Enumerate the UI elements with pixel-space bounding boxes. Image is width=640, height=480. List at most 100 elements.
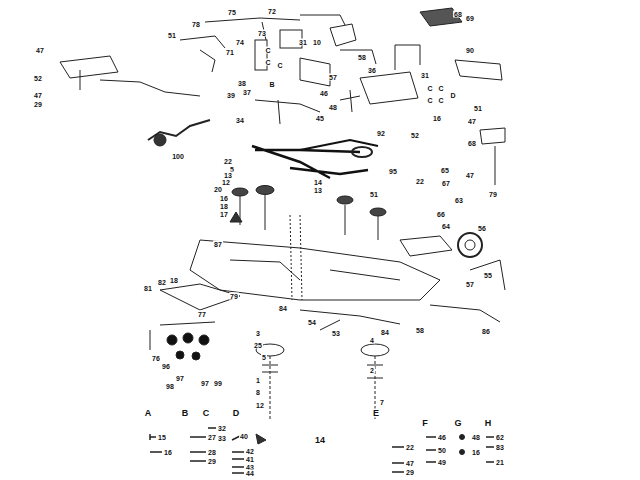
callout-number: C — [426, 85, 433, 92]
callout-number: 64 — [441, 223, 451, 230]
callout-number: 29 — [405, 469, 415, 476]
callout-number: 82 — [157, 279, 167, 286]
callout-number: 18 — [169, 277, 179, 284]
callout-number: 29 — [33, 101, 43, 108]
callout-number: G — [453, 419, 462, 428]
callout-number: 14 — [314, 436, 326, 445]
callout-number: 98 — [165, 383, 175, 390]
callout-number: 99 — [213, 380, 223, 387]
callout-number: 72 — [267, 8, 277, 15]
callout-number: 8 — [255, 389, 261, 396]
callout-number: 86 — [481, 328, 491, 335]
callout-number: 12 — [255, 402, 265, 409]
callout-number: 68 — [467, 140, 477, 147]
callout-number: 84 — [278, 305, 288, 312]
callout-number: 100 — [171, 153, 185, 160]
callout-number: 53 — [331, 330, 341, 337]
callout-number: 57 — [328, 74, 338, 81]
callout-number: 22 — [223, 158, 233, 165]
callout-number: 58 — [415, 327, 425, 334]
callout-number: 17 — [219, 211, 229, 218]
callout-number: 87 — [213, 241, 223, 248]
callout-number: 13 — [223, 172, 233, 179]
callout-number: 38 — [237, 80, 247, 87]
callout-number: 18 — [219, 203, 229, 210]
callout-number: 16 — [471, 449, 481, 456]
callout-number: 45 — [315, 115, 325, 122]
callout-number: 49 — [437, 459, 447, 466]
callout-number: 16 — [432, 115, 442, 122]
callout-number: 46 — [319, 90, 329, 97]
callout-number: 5 — [261, 354, 267, 361]
callout-number: 47 — [405, 460, 415, 467]
callout-number: H — [484, 419, 493, 428]
callout-number: 90 — [465, 47, 475, 54]
callout-number: C — [437, 85, 444, 92]
callout-number: 33 — [217, 435, 227, 442]
callout-number: 31 — [298, 39, 308, 46]
callout-number: 62 — [495, 434, 505, 441]
callout-number: 46 — [437, 434, 447, 441]
callout-number: C — [437, 97, 444, 104]
callout-number: 48 — [471, 434, 481, 441]
callout-number: 47 — [467, 118, 477, 125]
callout-number: 14 — [313, 179, 323, 186]
callout-number: 32 — [217, 425, 227, 432]
callout-number: 50 — [437, 447, 447, 454]
callout-number: 15 — [157, 434, 167, 441]
callout-number: 77 — [197, 311, 207, 318]
callout-number: 39 — [226, 92, 236, 99]
callout-number: 55 — [483, 272, 493, 279]
callout-number: 51 — [473, 105, 483, 112]
callout-number: 63 — [454, 197, 464, 204]
callout-number: 10 — [312, 39, 322, 46]
callout-number: 44 — [245, 470, 255, 477]
callout-number: F — [421, 419, 429, 428]
callout-number: 41 — [245, 456, 255, 463]
callout-number: 3 — [255, 330, 261, 337]
callout-number: 65 — [440, 167, 450, 174]
callout-number: 51 — [369, 191, 379, 198]
callout-number: 16 — [163, 449, 173, 456]
callout-number: C — [264, 47, 271, 54]
callout-number: B — [181, 409, 190, 418]
callout-number: 22 — [405, 444, 415, 451]
callout-number: 56 — [477, 225, 487, 232]
callout-number: 48 — [328, 104, 338, 111]
callout-number: 73 — [257, 30, 267, 37]
callout-number: 36 — [367, 67, 377, 74]
callout-number: 12 — [221, 179, 231, 186]
callout-number: 4 — [369, 337, 375, 344]
callout-number: 74 — [235, 39, 245, 46]
callout-number: 42 — [245, 448, 255, 455]
callout-number: 51 — [167, 32, 177, 39]
callout-number: B — [268, 81, 275, 88]
callout-number: 75 — [227, 9, 237, 16]
callout-number: 92 — [376, 130, 386, 137]
callout-number: 97 — [175, 375, 185, 382]
callout-number: 47 — [33, 92, 43, 99]
callout-number: 52 — [410, 132, 420, 139]
callout-number: 67 — [441, 180, 451, 187]
callout-number: 2 — [369, 367, 375, 374]
callout-number: 47 — [465, 172, 475, 179]
callout-number: 31 — [420, 72, 430, 79]
callout-number: 13 — [313, 187, 323, 194]
callout-number: 95 — [388, 168, 398, 175]
callout-number: E — [372, 409, 380, 418]
callout-number: 76 — [151, 355, 161, 362]
callout-number: 52 — [33, 75, 43, 82]
callout-number: A — [144, 409, 153, 418]
callout-number: 78 — [191, 21, 201, 28]
callout-number: 28 — [207, 449, 217, 456]
callout-number: 79 — [229, 293, 239, 300]
callout-number: 1 — [255, 377, 261, 384]
callout-number: 29 — [207, 458, 217, 465]
callout-number: 68 — [453, 11, 463, 18]
callout-number: 97 — [200, 380, 210, 387]
callout-number: 84 — [380, 329, 390, 336]
callout-number: 96 — [161, 363, 171, 370]
callout-number: C — [276, 62, 283, 69]
callout-number: 71 — [225, 49, 235, 56]
